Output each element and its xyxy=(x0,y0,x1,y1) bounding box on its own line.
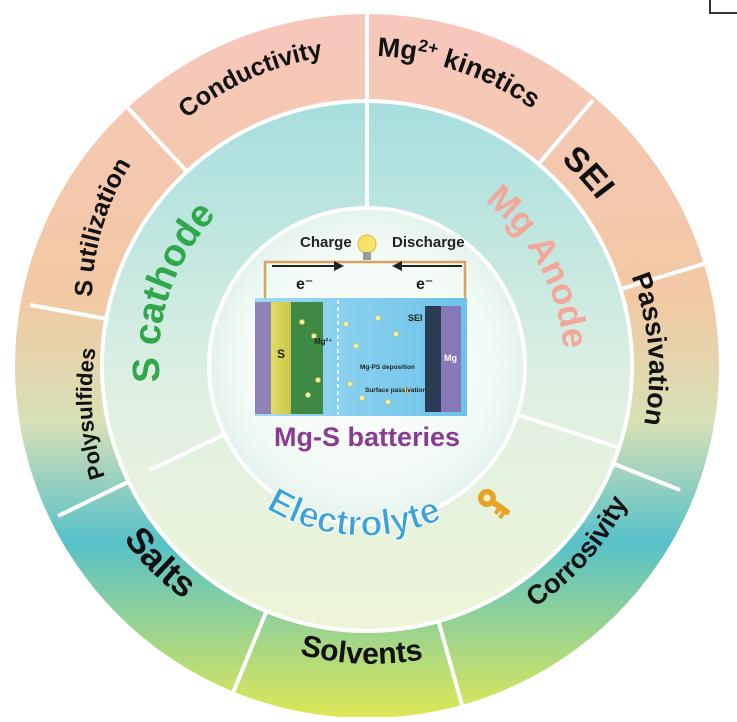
polysulfide-particles xyxy=(299,315,409,405)
corner-mark xyxy=(709,0,737,14)
cell-label-sei: SEI xyxy=(408,313,423,323)
cell-label-passivation: Surface passivation xyxy=(365,387,426,394)
electron-left: e⁻ xyxy=(296,276,313,293)
cell-label-mg-ion: Mg²⁺ xyxy=(314,337,332,346)
bulb-icon xyxy=(357,234,377,260)
center-title: Mg-S batteries xyxy=(274,422,460,452)
cathode-collector xyxy=(255,302,271,414)
charge-arrowhead xyxy=(334,261,344,271)
cell-label-mgps: Mg-PS deposition xyxy=(360,364,415,371)
charge-label: Charge xyxy=(300,234,352,251)
cell-label-s: S xyxy=(277,347,285,361)
battery-illustration: Charge Discharge e⁻ e⁻ S Mg²⁺ SEI Mg Mg-… xyxy=(255,234,467,452)
key-icon xyxy=(478,489,511,520)
circuit-wire xyxy=(263,260,467,330)
sei-layer xyxy=(425,306,441,412)
discharge-label: Discharge xyxy=(392,234,465,251)
discharge-arrowhead xyxy=(392,261,402,271)
mg-anode-block xyxy=(441,306,461,412)
sulfur-layer xyxy=(271,302,291,414)
electron-right: e⁻ xyxy=(416,276,433,293)
cell-label-mg: Mg xyxy=(444,353,457,363)
